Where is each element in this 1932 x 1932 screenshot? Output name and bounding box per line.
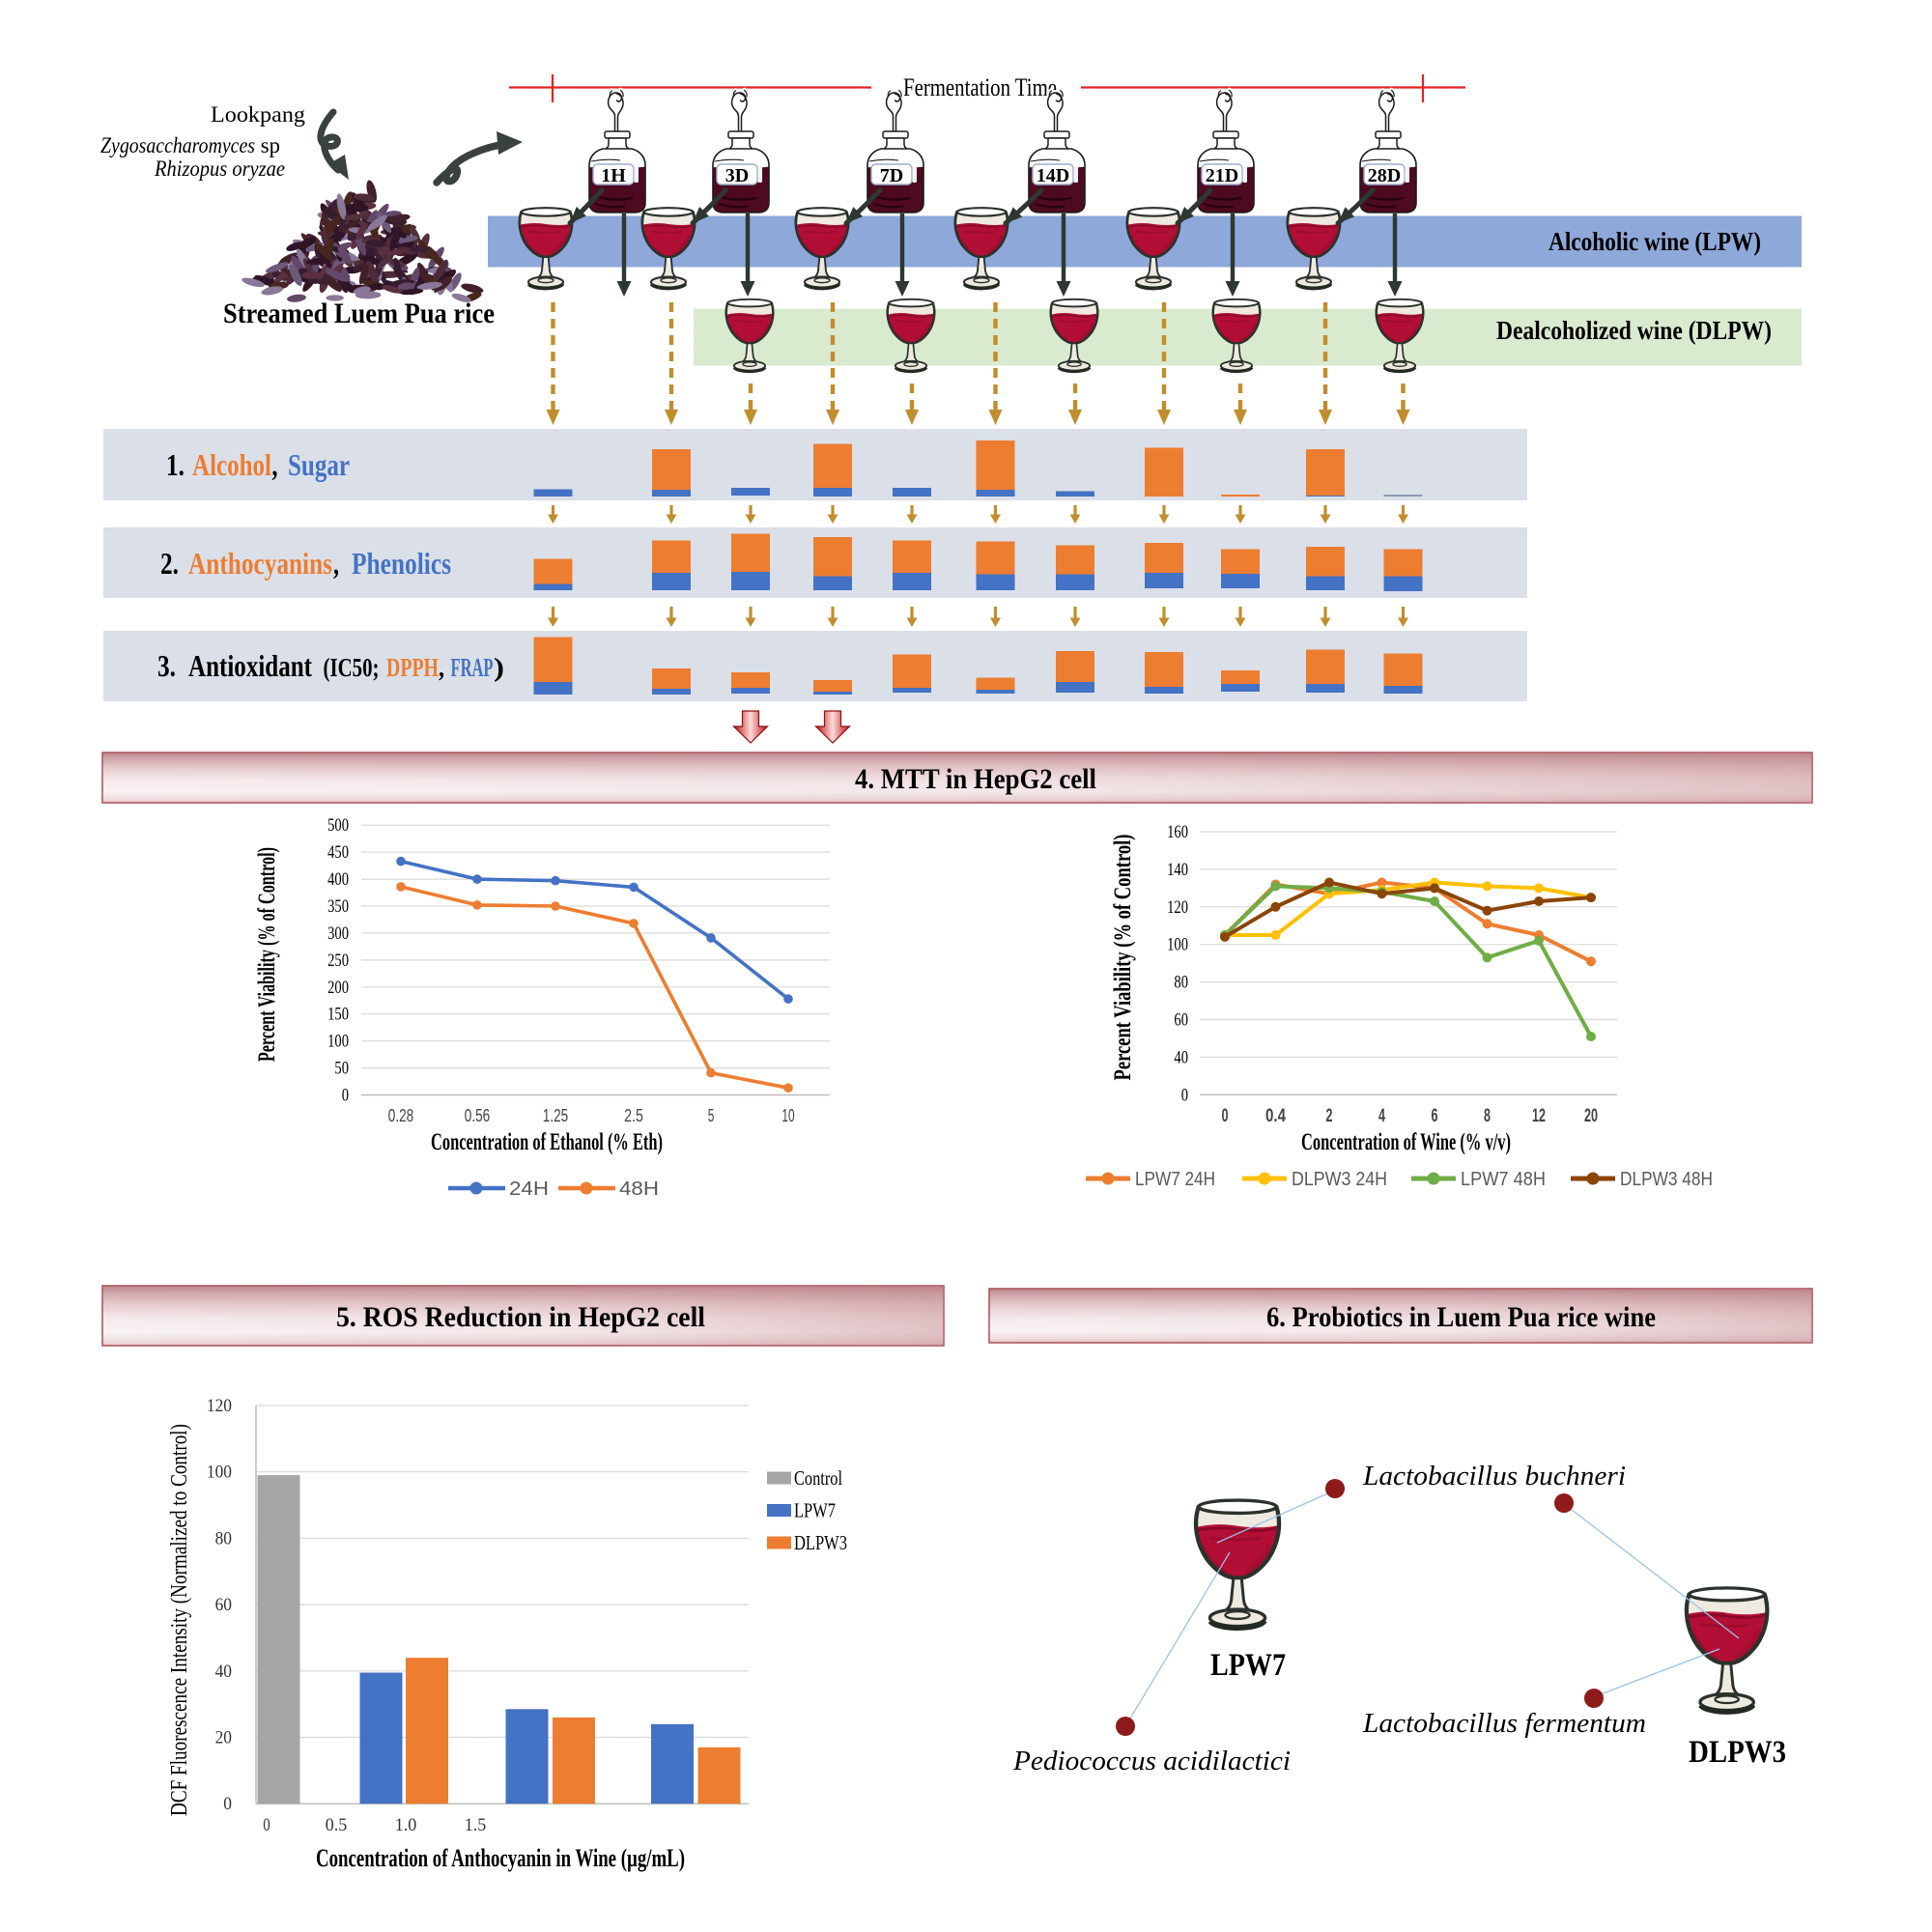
- svg-text:0.28: 0.28: [388, 1105, 413, 1125]
- svg-text:Pediococcus acidilactici: Pediococcus acidilactici: [1012, 1746, 1291, 1776]
- svg-text:350: 350: [327, 897, 349, 917]
- svg-text:6. Probiotics in Luem Pua rice: 6. Probiotics in Luem Pua rice wine: [1266, 1301, 1656, 1333]
- svg-text:80: 80: [215, 1528, 232, 1548]
- svg-text:100: 100: [1167, 936, 1188, 955]
- svg-text:1H: 1H: [601, 165, 626, 186]
- svg-text:3.Antioxidant(IC50;DPPH,FRAP): 3.Antioxidant(IC50;DPPH,FRAP): [157, 648, 504, 683]
- svg-text:80: 80: [1174, 974, 1188, 993]
- svg-text:100: 100: [327, 1033, 349, 1052]
- svg-text:60: 60: [1174, 1011, 1188, 1031]
- svg-text:Rhizopus oryzae: Rhizopus oryzae: [154, 156, 285, 181]
- svg-text:150: 150: [327, 1006, 349, 1025]
- svg-text:0: 0: [223, 1794, 232, 1814]
- svg-text:120: 120: [1167, 898, 1188, 918]
- svg-text:28D: 28D: [1368, 165, 1401, 186]
- svg-text:4: 4: [1378, 1106, 1385, 1126]
- svg-text:300: 300: [327, 924, 349, 944]
- svg-text:LPW7 24H: LPW7 24H: [1135, 1169, 1215, 1190]
- svg-text:250: 250: [327, 952, 349, 971]
- svg-text:2: 2: [1326, 1106, 1333, 1126]
- svg-text:Percent Viability (% of Contro: Percent Viability (% of Control): [254, 847, 280, 1062]
- svg-text:60: 60: [215, 1595, 232, 1615]
- svg-text:0.56: 0.56: [465, 1105, 490, 1125]
- svg-text:5. ROS Reduction in HepG2 cell: 5. ROS Reduction in HepG2 cell: [336, 1301, 705, 1333]
- svg-text:Zygosaccharomyces sp: Zygosaccharomyces sp: [100, 133, 280, 157]
- svg-text:140: 140: [1167, 861, 1188, 880]
- svg-text:48H: 48H: [619, 1179, 659, 1200]
- svg-text:200: 200: [327, 979, 349, 998]
- svg-text:2.5: 2.5: [624, 1105, 643, 1125]
- svg-text:0: 0: [342, 1087, 349, 1106]
- svg-text:100: 100: [207, 1463, 232, 1483]
- svg-text:450: 450: [327, 843, 349, 863]
- svg-text:Percent Viability (% of Contro: Percent Viability (% of Control): [1110, 835, 1136, 1081]
- svg-text:Control: Control: [794, 1466, 842, 1490]
- svg-text:LPW7: LPW7: [1210, 1648, 1286, 1683]
- svg-text:LPW7: LPW7: [794, 1499, 836, 1522]
- svg-text:Lactobacillus buchneri: Lactobacillus buchneri: [1362, 1461, 1626, 1492]
- svg-text:20: 20: [215, 1728, 232, 1748]
- svg-text:DLPW3: DLPW3: [1689, 1735, 1786, 1770]
- svg-text:LPW7 48H: LPW7 48H: [1461, 1169, 1546, 1190]
- svg-text:120: 120: [207, 1396, 232, 1416]
- svg-text:21D: 21D: [1206, 165, 1238, 186]
- svg-text:Concentration of Wine (% v/v): Concentration of Wine (% v/v): [1301, 1129, 1511, 1155]
- svg-text:6: 6: [1432, 1106, 1438, 1126]
- svg-text:12: 12: [1532, 1106, 1546, 1126]
- svg-text:0: 0: [1181, 1086, 1188, 1105]
- svg-text:Fermentation Time: Fermentation Time: [903, 73, 1057, 101]
- svg-text:1.5: 1.5: [465, 1815, 487, 1835]
- svg-text:DLPW3: DLPW3: [794, 1531, 847, 1554]
- svg-text:1.25: 1.25: [543, 1105, 568, 1125]
- svg-text:0.5: 0.5: [326, 1815, 348, 1835]
- svg-text:Dealcoholized wine (DLPW): Dealcoholized wine (DLPW): [1496, 316, 1772, 345]
- svg-text:1.Alcohol,Sugar: 1.Alcohol,Sugar: [166, 447, 350, 482]
- svg-text:Lookpang: Lookpang: [211, 102, 306, 127]
- svg-text:14D: 14D: [1037, 165, 1069, 186]
- svg-text:50: 50: [334, 1060, 349, 1079]
- svg-text:Streamed Luem Pua rice: Streamed Luem Pua rice: [223, 298, 495, 329]
- svg-text:3D: 3D: [725, 165, 749, 186]
- svg-text:10: 10: [781, 1105, 794, 1125]
- svg-text:20: 20: [1584, 1106, 1598, 1126]
- svg-text:7D: 7D: [880, 165, 903, 186]
- svg-text:400: 400: [327, 870, 349, 890]
- svg-text:5: 5: [708, 1105, 715, 1125]
- svg-text:500: 500: [327, 816, 349, 836]
- svg-text:0: 0: [1222, 1106, 1229, 1126]
- svg-text:Lactobacillus fermentum: Lactobacillus fermentum: [1362, 1708, 1646, 1739]
- svg-text:DCF Fluorescence Intensity (No: DCF Fluorescence Intensity (Normalized t…: [167, 1424, 192, 1816]
- svg-text:DLPW3 24H: DLPW3 24H: [1292, 1169, 1387, 1190]
- svg-text:40: 40: [1174, 1048, 1188, 1067]
- svg-text:0: 0: [263, 1815, 270, 1835]
- svg-text:4. MTT in HepG2 cell: 4. MTT in HepG2 cell: [855, 763, 1096, 795]
- svg-text:2.Anthocyanins,Phenolics: 2.Anthocyanins,Phenolics: [160, 546, 451, 581]
- svg-text:0.4: 0.4: [1265, 1106, 1286, 1126]
- svg-text:Concentration of Anthocyanin i: Concentration of Anthocyanin in Wine (µg…: [316, 1844, 685, 1872]
- svg-text:8: 8: [1484, 1106, 1491, 1126]
- svg-text:40: 40: [215, 1662, 232, 1682]
- svg-text:DLPW3 48H: DLPW3 48H: [1620, 1169, 1713, 1190]
- svg-text:24H: 24H: [509, 1179, 549, 1200]
- svg-text:160: 160: [1167, 823, 1188, 842]
- svg-text:Concentration of Ethanol (% Et: Concentration of Ethanol (% Eth): [431, 1129, 663, 1155]
- svg-text:1.0: 1.0: [395, 1815, 417, 1835]
- svg-text:Alcoholic wine (LPW): Alcoholic wine (LPW): [1548, 227, 1761, 256]
